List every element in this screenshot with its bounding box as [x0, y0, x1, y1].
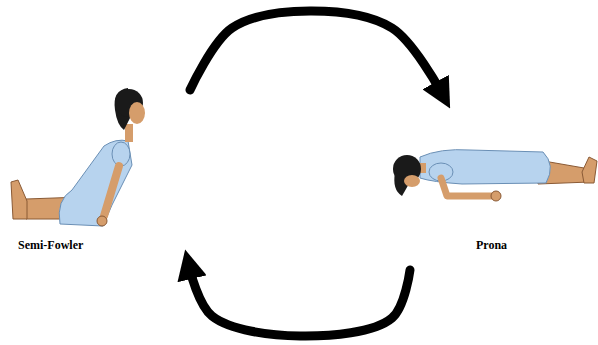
feet — [582, 157, 597, 183]
face — [129, 102, 145, 124]
prone-figure — [393, 150, 597, 201]
hand — [491, 191, 501, 201]
neck — [125, 124, 133, 142]
face — [404, 175, 420, 187]
cycle-arrow — [190, 11, 440, 90]
gown — [59, 140, 132, 226]
position-node: Semi-Fowler — [0, 90, 190, 270]
sleeve — [112, 142, 130, 166]
position-label: Prona — [476, 238, 507, 253]
cycle-arrow — [190, 270, 410, 336]
arm — [104, 166, 119, 216]
feet — [11, 180, 27, 219]
arm — [441, 178, 492, 196]
position-label: Semi-Fowler — [18, 238, 83, 253]
position-node: Prona — [385, 90, 598, 270]
hand — [97, 216, 107, 226]
semi-fowler-figure — [11, 88, 145, 226]
